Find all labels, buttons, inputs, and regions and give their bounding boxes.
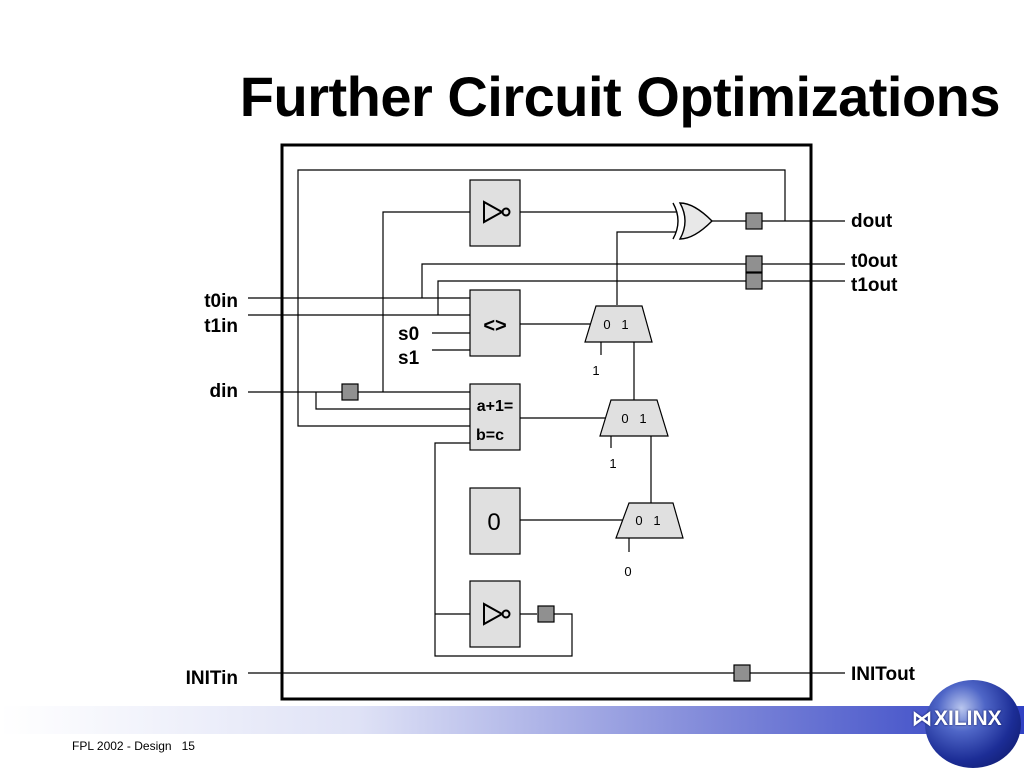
- adder-label-line1: a+1=: [477, 398, 513, 415]
- inverter-triangle-icon: [483, 200, 505, 224]
- toggle-inverter-triangle-icon: [483, 602, 505, 626]
- registers: [341, 212, 763, 682]
- port-t0in: t0in: [204, 291, 238, 312]
- slide-title: Further Circuit Optimizations: [239, 65, 1001, 128]
- wires: [248, 169, 845, 674]
- register-init: [733, 664, 751, 682]
- mux-2-in0: 0: [621, 411, 628, 426]
- select-s0: s0: [398, 324, 419, 345]
- mux-3-in1: 1: [653, 513, 660, 528]
- mux-3-select: 0: [624, 564, 631, 579]
- mux-1-in1: 1: [621, 317, 628, 332]
- toggle-inverter-block: [469, 580, 521, 648]
- adder-label-line2: b=c: [476, 427, 504, 444]
- mux-3-in0: 0: [635, 513, 642, 528]
- adder-block: [469, 383, 521, 451]
- page-number: 15: [181, 739, 195, 753]
- logo-text: XILINX: [934, 707, 1002, 730]
- port-t1in: t1in: [204, 316, 238, 337]
- port-dout: dout: [851, 211, 893, 232]
- circuit-boundary: [280, 143, 813, 701]
- inverter-block: [469, 179, 521, 247]
- register-t1out: [745, 272, 763, 290]
- xilinx-logo: ⋈XILINX: [912, 706, 1002, 731]
- port-t1out: t1out: [851, 275, 898, 296]
- register-din: [341, 383, 359, 401]
- mux-2-select: 1: [609, 456, 616, 471]
- mux-1-select: 1: [592, 363, 599, 378]
- port-initin: INITin: [186, 668, 238, 689]
- register-dout: [745, 212, 763, 230]
- globe-icon: [925, 680, 1021, 768]
- port-t0out: t0out: [851, 251, 898, 272]
- xilinx-mark-icon: ⋈: [912, 708, 932, 730]
- xor-gate-icon: [672, 202, 713, 240]
- footer-band: [0, 706, 1024, 734]
- zero-label: 0: [487, 509, 500, 536]
- mux-2-in1: 1: [639, 411, 646, 426]
- footer: FPL 2002 - Design 15: [72, 739, 195, 753]
- mux-3: [615, 502, 684, 539]
- compare-block: [469, 289, 521, 357]
- mux-1: [584, 305, 653, 343]
- mux-1-in0: 0: [603, 317, 610, 332]
- register-toggle: [537, 605, 555, 623]
- register-t0out: [745, 255, 763, 273]
- inverter-bubble-icon: [501, 207, 511, 217]
- port-initout: INITout: [851, 664, 916, 685]
- zero-block: [469, 487, 521, 555]
- mux-2: [599, 399, 669, 437]
- footer-text: FPL 2002 - Design: [72, 739, 172, 753]
- select-s1: s1: [398, 348, 420, 369]
- compare-label: <>: [483, 315, 506, 337]
- toggle-inverter-bubble-icon: [501, 609, 511, 619]
- port-din: din: [210, 381, 239, 402]
